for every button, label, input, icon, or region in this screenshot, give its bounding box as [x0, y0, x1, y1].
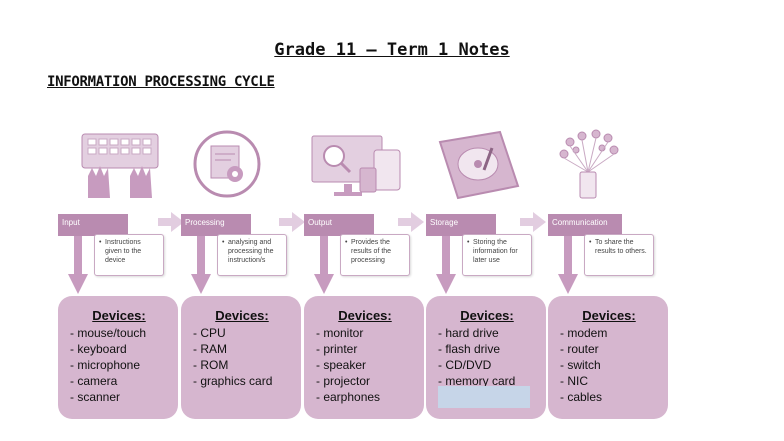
highlight-block [438, 386, 530, 408]
device-item: - RAM [193, 342, 227, 356]
stage-note-input: Instructions given to the device [94, 234, 164, 276]
stage-output: Output Provides the results of the proce… [304, 128, 424, 419]
device-item: - keyboard [70, 342, 127, 356]
stage-note-output: Provides the results of the processing [340, 234, 410, 276]
stage-communication: Communication To share the results to ot… [548, 128, 668, 419]
down-arrow-icon [314, 236, 334, 294]
gear-document-icon [193, 130, 261, 198]
down-arrow-icon [68, 236, 88, 294]
devices-title: Devices: [582, 308, 636, 323]
right-arrow-icon [279, 212, 305, 232]
stage-tag-communication: Communication [548, 214, 622, 236]
right-arrow-icon [398, 212, 424, 232]
device-item: - speaker [316, 358, 367, 372]
device-item: - mouse/touch [70, 326, 147, 340]
keyboard-hands-icon [81, 133, 159, 198]
devices-box-processing: Devices: - CPU - RAM - ROM - graphics ca… [181, 296, 301, 419]
device-item: - microphone [70, 358, 141, 372]
network-sharing-icon [559, 129, 619, 199]
device-item: - graphics card [193, 374, 273, 388]
hard-drive-icon [438, 130, 520, 200]
down-arrow-icon [558, 236, 578, 294]
devices-title: Devices: [215, 308, 269, 323]
device-item: - modem [560, 326, 608, 340]
device-item: - memory card [438, 374, 516, 388]
device-item: - projector [316, 374, 371, 388]
device-item: - CD/DVD [438, 358, 492, 372]
device-item: - CPU [193, 326, 226, 340]
device-item: - earphones [316, 390, 381, 404]
stage-tag-output: Output [304, 214, 374, 236]
device-item: - cables [560, 390, 603, 404]
right-arrow-icon [158, 212, 184, 232]
section-heading: INFORMATION PROCESSING CYCLE [47, 74, 275, 90]
device-item: - printer [316, 342, 358, 356]
stage-note-communication: To share the results to others. [584, 234, 654, 276]
stage-tag-processing: Processing [181, 214, 251, 236]
devices-box-output: Devices: - monitor - printer - speaker -… [304, 296, 424, 419]
down-arrow-icon [436, 236, 456, 294]
devices-title: Devices: [460, 308, 514, 323]
stage-note-processing: analysing and processing the instruction… [217, 234, 287, 276]
devices-title: Devices: [92, 308, 146, 323]
stage-tag-storage: Storage [426, 214, 496, 236]
device-item: - flash drive [438, 342, 501, 356]
device-item: - monitor [316, 326, 364, 340]
stage-storage: Storage Storing the information for late… [426, 128, 546, 419]
device-item: - camera [70, 374, 118, 388]
device-item: - NIC [560, 374, 588, 388]
devices-title: Devices: [338, 308, 392, 323]
down-arrow-icon [191, 236, 211, 294]
stage-tag-input: Input [58, 214, 128, 236]
device-item: - switch [560, 358, 601, 372]
device-item: - scanner [70, 390, 121, 404]
device-item: - hard drive [438, 326, 499, 340]
stage-input: Input Instructions given to the device D… [58, 128, 178, 419]
devices-box-communication: Devices: - modem - router - switch - NIC… [548, 296, 668, 419]
stage-note-storage: Storing the information for later use [462, 234, 532, 276]
monitor-chart-icon [311, 135, 401, 196]
devices-box-input: Devices: - mouse/touch - keyboard - micr… [58, 296, 178, 419]
page-title: Grade 11 – Term 1 Notes [274, 40, 510, 60]
stage-processing: Processing analysing and processing the … [181, 128, 301, 419]
device-item: - ROM [193, 358, 229, 372]
right-arrow-icon [520, 212, 546, 232]
device-item: - router [560, 342, 599, 356]
